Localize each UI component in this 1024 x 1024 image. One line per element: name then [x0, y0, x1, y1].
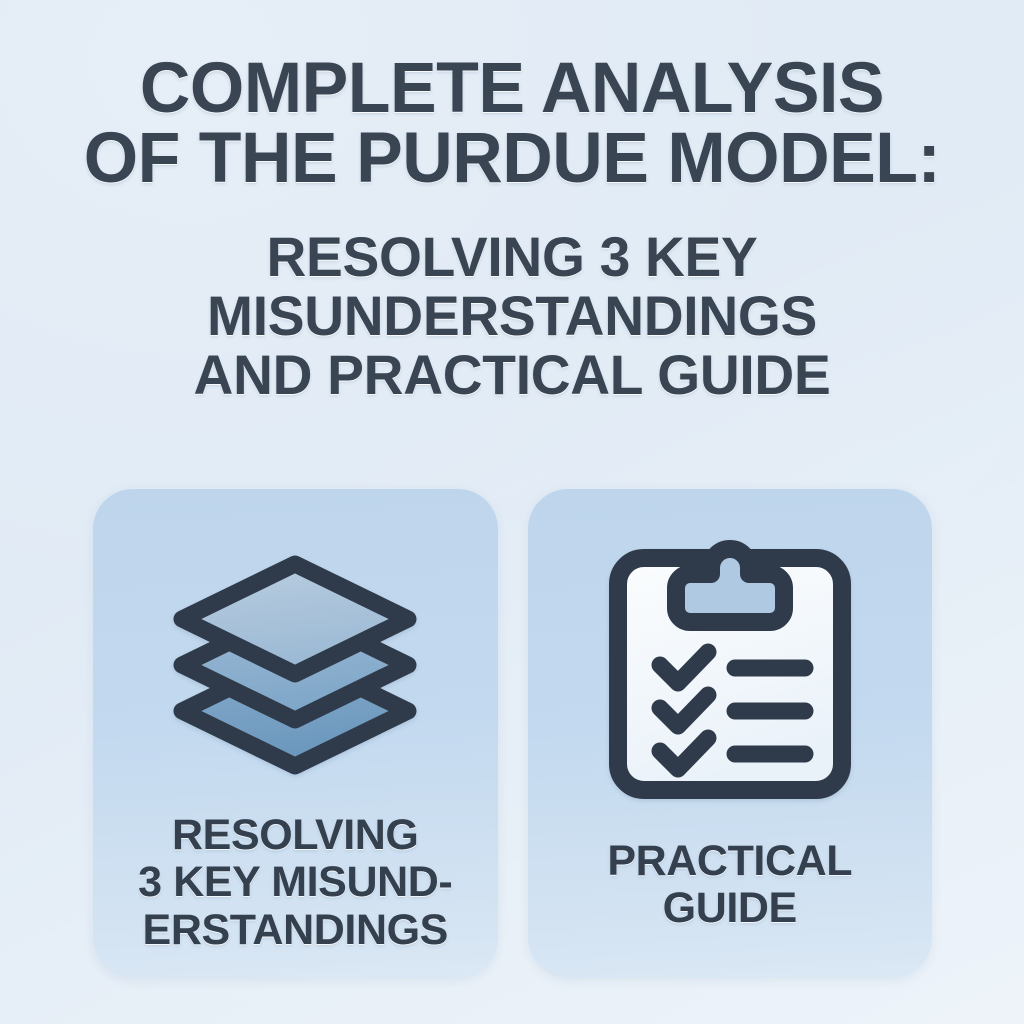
card-label-line-2: 3 KEY MISUND-	[138, 858, 453, 907]
card-label-line-1: PRACTICAL	[607, 837, 853, 885]
page-title-line-2: OF THE PURDUE MODEL:	[83, 119, 941, 199]
card-label-line-3: ERSTANDINGS	[142, 905, 449, 954]
card-row: RESOLVING 3 KEY MISUND- ERSTANDINGS	[93, 488, 932, 978]
page-subtitle-line-1: RESOLVING 3 KEY	[266, 224, 758, 288]
card-label-resolving: RESOLVING 3 KEY MISUND- ERSTANDINGS	[93, 811, 498, 954]
page-subtitle: RESOLVING 3 KEY MISUNDERSTANDINGS AND PR…	[8, 224, 1017, 407]
page-subtitle-line-2: MISUNDERSTANDINGS	[207, 283, 817, 347]
card-resolving-misunderstandings[interactable]: RESOLVING 3 KEY MISUND- ERSTANDINGS	[93, 488, 498, 978]
page-subtitle-line-3: AND PRACTICAL GUIDE	[193, 343, 831, 407]
page-title: COMPLETE ANALYSIS OF THE PURDUE MODEL:	[8, 49, 1017, 199]
page-title-line-1: COMPLETE ANALYSIS	[139, 49, 885, 128]
heading-block: COMPLETE ANALYSIS OF THE PURDUE MODEL: R…	[0, 49, 1024, 407]
card-practical-guide[interactable]: PRACTICAL GUIDE	[527, 488, 933, 978]
card-label-line-2: GUIDE	[662, 884, 798, 933]
clipboard-checklist-icon	[604, 522, 856, 812]
card-label-practical-guide: PRACTICAL GUIDE	[528, 837, 933, 933]
card-label-line-1: RESOLVING	[172, 811, 419, 859]
layers-icon	[170, 536, 420, 798]
